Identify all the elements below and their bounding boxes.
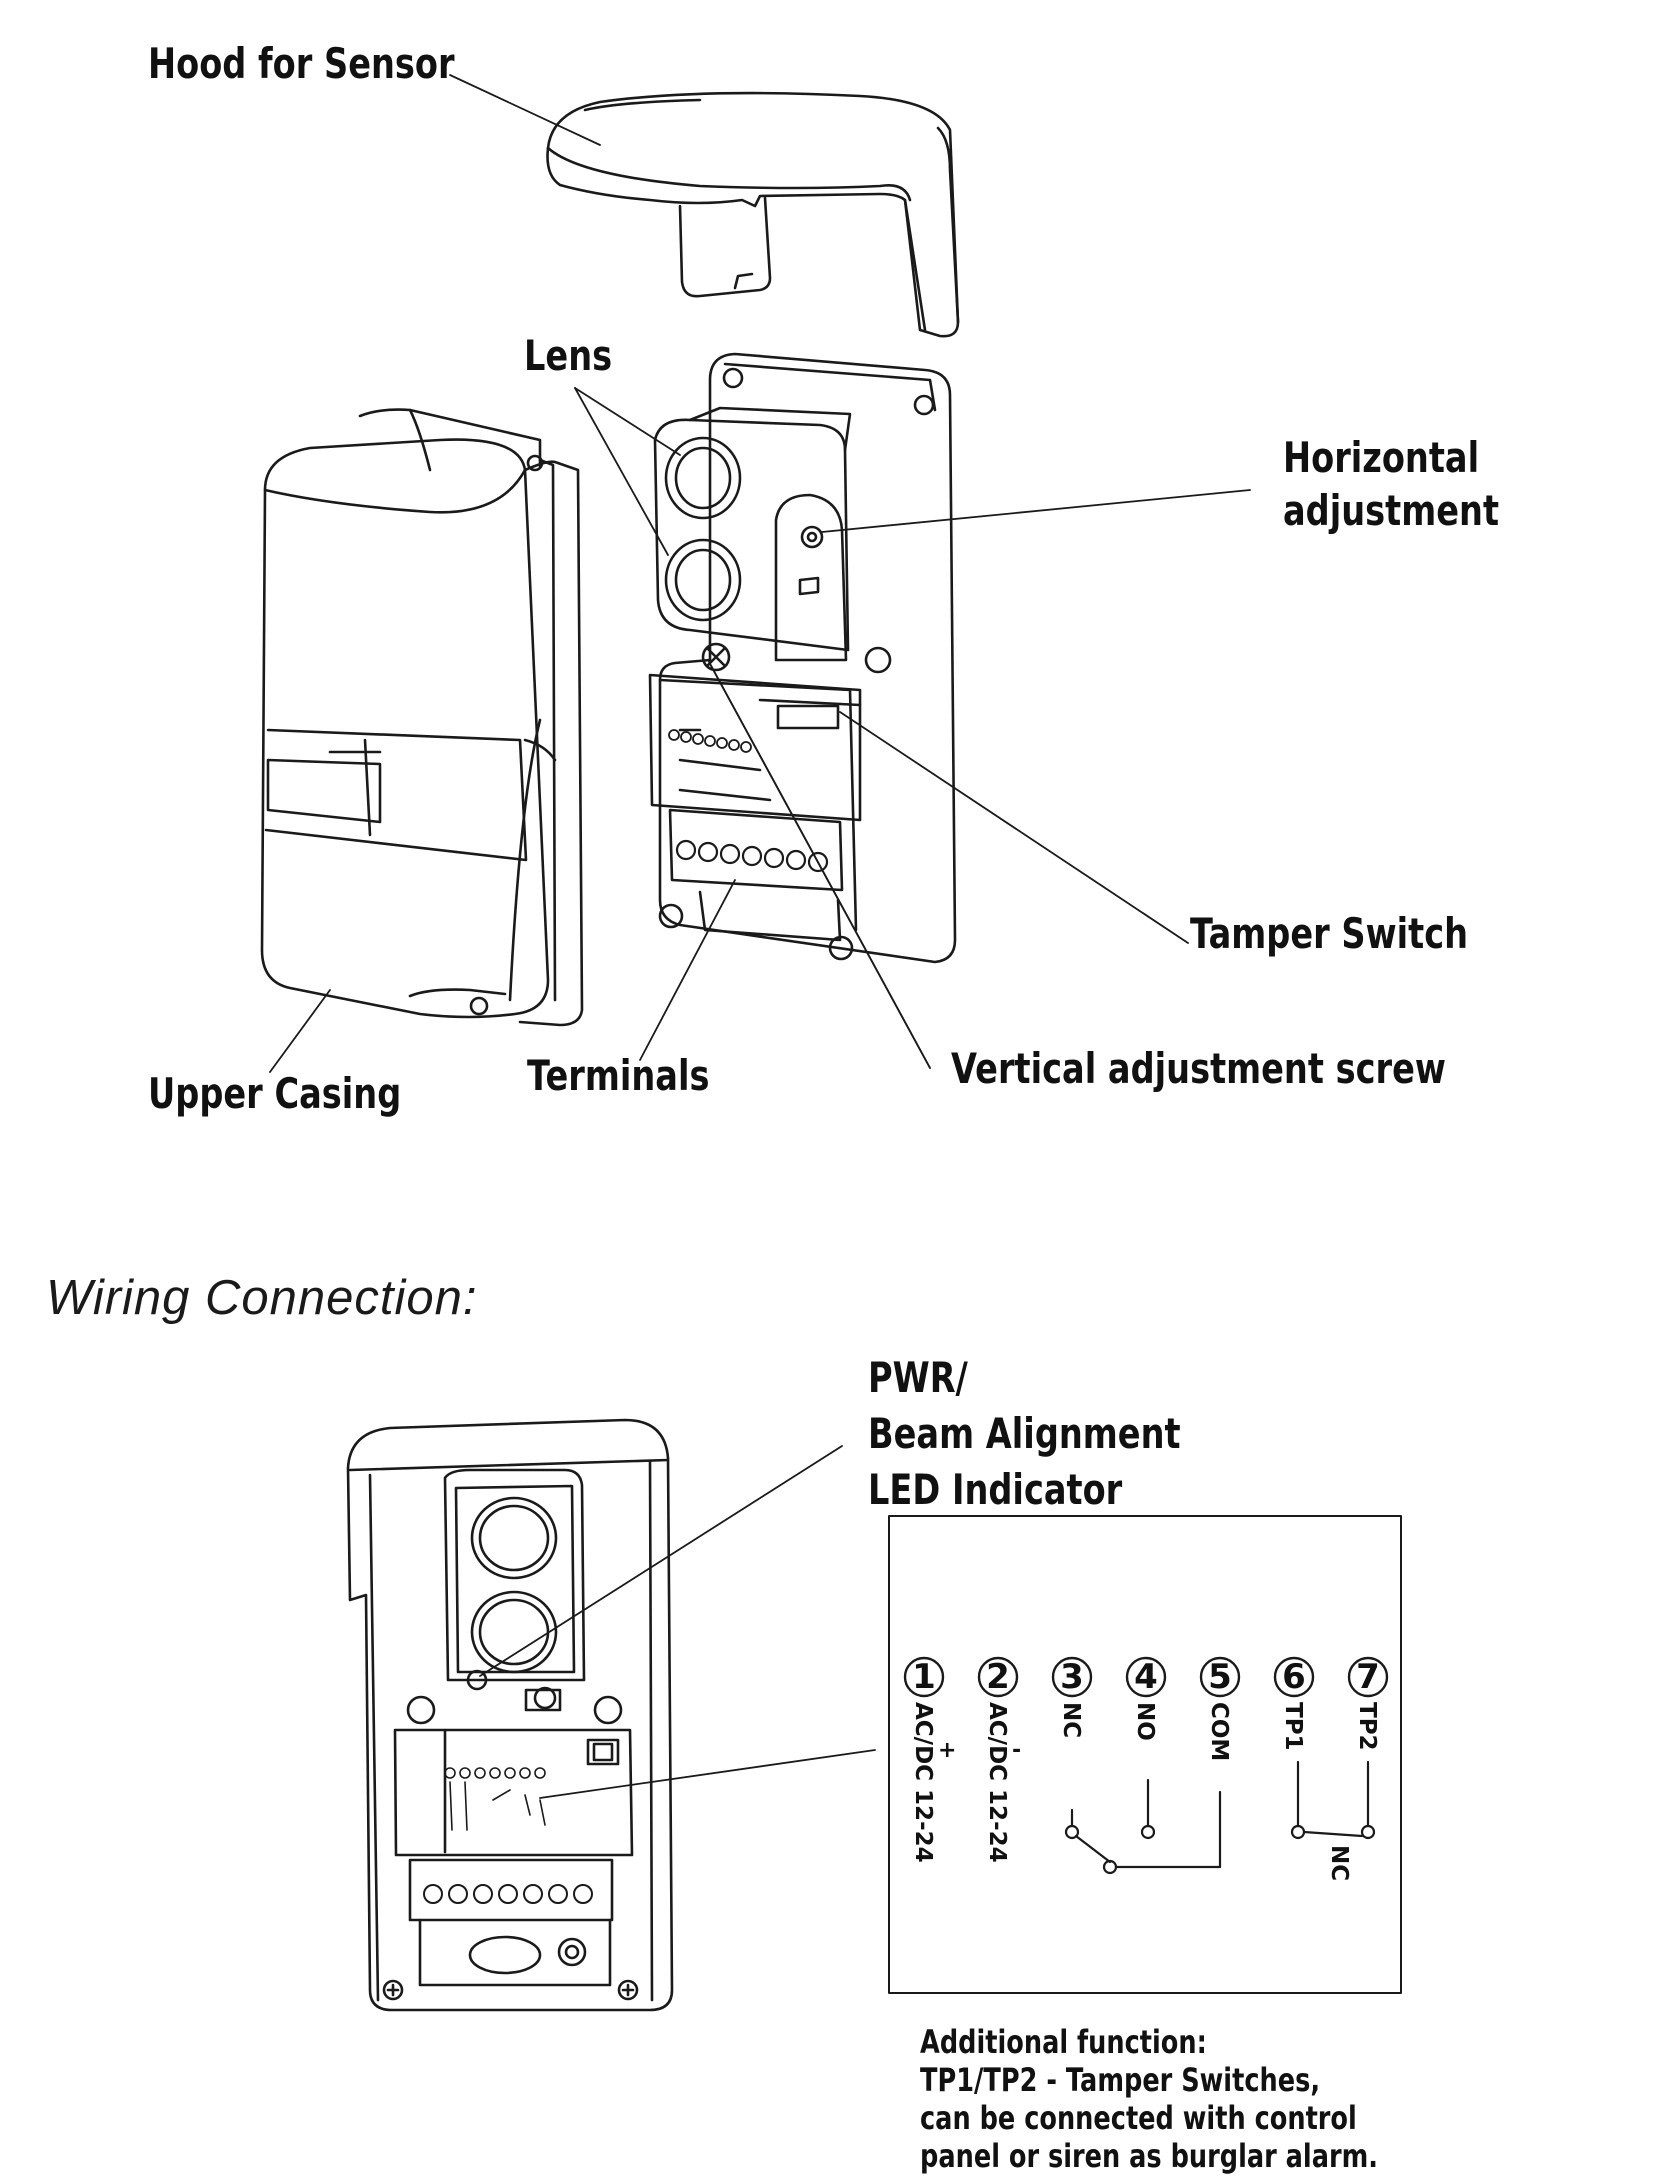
led-label-line-2: Beam Alignment	[868, 1409, 1181, 1458]
terminal-number-6: 6	[1282, 1657, 1306, 1697]
note-line-4: panel or siren as burglar alarm.	[920, 2137, 1378, 2175]
label-hood-for-sensor: Hood for Sensor	[148, 39, 455, 88]
terminal-polarity-2: -	[1012, 1738, 1022, 1763]
wiring-schematic-box	[888, 1515, 1402, 1994]
tamper-nc-label: NC	[1326, 1845, 1352, 1882]
label-tamper-switch: Tamper Switch	[1190, 909, 1469, 958]
led-label-line-3: LED Indicator	[868, 1465, 1123, 1514]
label-horizontal-adjustment: Horizontal adjustment	[1283, 433, 1500, 535]
label-upper-casing: Upper Casing	[148, 1069, 402, 1118]
label-lens: Lens	[524, 331, 613, 380]
terminal-number-4: 4	[1134, 1657, 1158, 1697]
terminal-label-6: TP1	[1280, 1702, 1306, 1751]
wiring-connection-title: Wiring Connection:	[46, 1271, 478, 1325]
terminal-label-5: COM	[1206, 1702, 1232, 1762]
additional-function-note: Additional function: TP1/TP2 - Tamper Sw…	[920, 2023, 1378, 2175]
base-unit-drawing	[648, 352, 957, 964]
upper-casing-drawing	[260, 408, 584, 1027]
terminal-number-5: 5	[1208, 1657, 1232, 1697]
label-terminals: Terminals	[527, 1051, 710, 1100]
wiring-leader-lines	[479, 1445, 876, 1799]
terminal-circles	[903, 1656, 1389, 1698]
note-line-3: can be connected with control	[920, 2099, 1357, 2137]
terminal-number-2: 2	[986, 1657, 1010, 1697]
terminal-number-7: 7	[1356, 1657, 1380, 1697]
terminal-number-1: 1	[912, 1657, 936, 1697]
relay-wiring	[1064, 1760, 1376, 1875]
note-line-1: Additional function:	[920, 2023, 1207, 2061]
label-vertical-adjustment-screw: Vertical adjustment screw	[951, 1044, 1446, 1093]
terminal-label-3: NC	[1058, 1702, 1084, 1739]
terminal-label-1: AC/DC 12-24	[910, 1702, 936, 1863]
sensor-hood	[546, 91, 960, 338]
terminal-label-2: AC/DC 12-24	[984, 1702, 1010, 1863]
exploded-leader-lines	[269, 74, 1251, 1073]
terminal-polarity-1: +	[938, 1738, 957, 1763]
terminal-label-4: NO	[1132, 1702, 1158, 1741]
terminal-number-3: 3	[1060, 1657, 1084, 1697]
led-label-line-1: PWR/	[868, 1353, 968, 1402]
terminal-label-7: TP2	[1354, 1702, 1380, 1751]
note-line-2: TP1/TP2 - Tamper Switches,	[920, 2061, 1321, 2099]
wiring-device-drawing	[346, 1418, 674, 2012]
